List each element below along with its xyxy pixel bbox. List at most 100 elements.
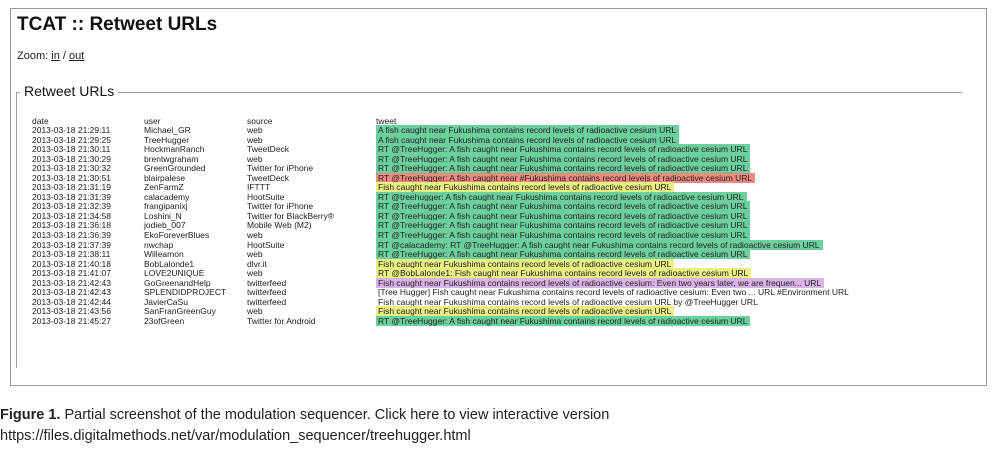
cell-tweet: A fish caught near Fukushima contains re… xyxy=(376,125,852,136)
cell-user: JavierCaSu xyxy=(144,296,188,307)
cell-user: blairpalese xyxy=(144,172,186,183)
cell-date: 2013-03-18 21:42:43 xyxy=(32,287,111,298)
cell-tweet: RT @TreeHugger: A fish caught near Fukus… xyxy=(376,315,852,327)
cell-source: web xyxy=(247,306,263,317)
cell-user: SanFranGreenGuy xyxy=(144,306,216,317)
cell-tweet: Fish caught near Fukushima contains reco… xyxy=(376,258,852,270)
cell-tweet: A fish caught near Fukushima contains re… xyxy=(376,134,852,146)
cell-user: nwchap xyxy=(144,239,174,250)
table-row: 2013-03-18 21:41:07 LOVE2UNIQUE web RT @Bob… xyxy=(32,268,852,279)
cell-source: Twitter for iPhone xyxy=(247,201,314,212)
cell-source: web xyxy=(247,134,263,145)
tweet-text: [Tree Hugger] Fish caught near Fukushima… xyxy=(378,287,849,298)
cell-date: 2013-03-18 21:29:11 xyxy=(32,125,111,135)
page-title: TCAT :: Retweet URLs xyxy=(17,14,218,35)
cell-user: Loshini_N xyxy=(144,210,182,221)
table-row: 2013-03-18 21:36:18 jodieb_007 Mobile Web … xyxy=(32,220,852,231)
zoom-out-link[interactable]: out xyxy=(69,50,85,62)
table-row: 2013-03-18 21:40:18 BobLalonde1 dlvr.it Fis… xyxy=(32,258,852,270)
tweet-text: RT @TreeHugger: A fish caught near Fukus… xyxy=(376,144,751,155)
cell-tweet: RT @TreeHugger: A fish caught near Fukus… xyxy=(376,163,852,174)
column-header-source: source xyxy=(247,116,273,126)
cell-date: 2013-03-18 21:29:25 xyxy=(32,134,111,145)
cell-date: 2013-03-18 21:41:07 xyxy=(32,268,111,279)
tweet-text: RT @TreeHugger: A fish caught near Fukus… xyxy=(376,153,751,164)
cell-user: HockmanRanch xyxy=(144,144,205,155)
cell-tweet: RT @TreeHugger: A fish caught near Fukus… xyxy=(376,153,852,165)
cell-source: TweetDeck xyxy=(247,172,290,183)
zoom-in-link[interactable]: in xyxy=(51,50,60,62)
cell-user: LOVE2UNIQUE xyxy=(144,268,205,279)
cell-user: frangipanixj xyxy=(144,201,188,212)
retweet-table: date user source tweet 2013-03-18 21:29:… xyxy=(32,117,852,326)
cell-source: IFTTT xyxy=(247,182,271,193)
tweet-text: RT @calacademy: RT @TreeHugger: A fish c… xyxy=(376,239,823,250)
cell-source: dlvr.it xyxy=(247,258,267,269)
cell-source: twitterfeed xyxy=(247,277,287,288)
cell-date: 2013-03-18 21:30:32 xyxy=(32,163,111,174)
cell-user: jodieb_007 xyxy=(144,220,186,231)
cell-date: 2013-03-18 21:40:18 xyxy=(32,258,111,269)
table-row: 2013-03-18 21:42:44 JavierCaSu twitterfeed… xyxy=(32,296,852,308)
figure-label: Figure 1. xyxy=(0,407,61,423)
cell-tweet: RT @calacademy: RT @TreeHugger: A fish c… xyxy=(376,239,852,251)
cell-tweet: Fish caught near Fukushima contains reco… xyxy=(376,306,852,317)
cell-source: TweetDeck xyxy=(247,144,290,155)
cell-user: TreeHugger xyxy=(144,134,190,145)
cell-date: 2013-03-18 21:36:18 xyxy=(32,220,111,231)
tweet-text: RT @treehugger: A fish caught near Fukus… xyxy=(376,191,747,202)
tweet-text: RT @TreeHugger: A fish caught near Fukus… xyxy=(376,230,751,241)
tweet-text: Fish caught near Fukushima contains reco… xyxy=(376,258,675,269)
cell-tweet: RT @TreeHugger: A fish caught near Fukus… xyxy=(376,249,852,260)
cell-source: web xyxy=(247,125,263,135)
cell-date: 2013-03-18 21:37:39 xyxy=(32,239,111,250)
cell-date: 2013-03-18 21:43:56 xyxy=(32,306,111,317)
tweet-text: Fish caught near Fukushima contains reco… xyxy=(376,182,675,193)
cell-tweet: Fish caught near Fukushima contains reco… xyxy=(376,297,852,308)
tweet-text: RT @TreeHugger: A fish caught near Fukus… xyxy=(376,210,751,221)
cell-date: 2013-03-18 21:30:29 xyxy=(32,153,111,164)
tweet-text: RT @TreeHugger: A fish caught near Fukus… xyxy=(376,163,751,174)
column-header-user: user xyxy=(144,116,161,126)
cell-source: web xyxy=(247,268,263,279)
tweet-text: A fish caught near Fukushima contains re… xyxy=(376,134,680,145)
zoom-controls: Zoom: in / out xyxy=(17,50,84,62)
cell-tweet: RT @TreeHugger: A fish caught near Fukus… xyxy=(376,201,852,212)
cell-tweet: Fish caught near Fukushima contains reco… xyxy=(376,277,852,289)
cell-user: GreenGrounded xyxy=(144,163,206,174)
cell-user: calacademy xyxy=(144,191,190,202)
tweet-text: A fish caught near Fukushima contains re… xyxy=(376,125,680,135)
cell-date: 2013-03-18 21:30:11 xyxy=(32,144,111,155)
table-row: 2013-03-18 21:29:25 TreeHugger web A fish c… xyxy=(32,134,852,146)
cell-source: web xyxy=(247,153,263,164)
cell-date: 2013-03-18 21:42:44 xyxy=(32,296,111,307)
cell-source: Twitter for BlackBerry® xyxy=(247,210,335,221)
cell-user: BobLalonde1 xyxy=(144,258,195,269)
tweet-text: RT @BobLalonde1: Fish caught near Fukush… xyxy=(376,268,752,279)
cell-source: twitterfeed xyxy=(247,287,287,298)
figure-caption-text: Partial screenshot of the modulation seq… xyxy=(0,407,610,444)
tweet-text: RT @TreeHugger: A fish caught near Fukus… xyxy=(376,220,751,231)
cell-tweet: RT @TreeHugger: A fish caught near #Fuku… xyxy=(376,172,852,184)
zoom-separator: / xyxy=(62,50,66,62)
cell-user: ZenFarmZ xyxy=(144,182,184,193)
table-row: 2013-03-18 21:43:56 SanFranGreenGuy web Fis… xyxy=(32,306,852,317)
table-row: 2013-03-18 21:30:11 HockmanRanch TweetDeck… xyxy=(32,144,852,155)
column-header-date: date xyxy=(32,116,49,126)
retweet-urls-fieldset xyxy=(16,92,962,369)
cell-source: twitterfeed xyxy=(247,296,287,307)
cell-source: Mobile Web (M2) xyxy=(247,220,312,231)
fieldset-legend: Retweet URLs xyxy=(20,83,119,99)
cell-source: HootSuite xyxy=(247,191,285,202)
